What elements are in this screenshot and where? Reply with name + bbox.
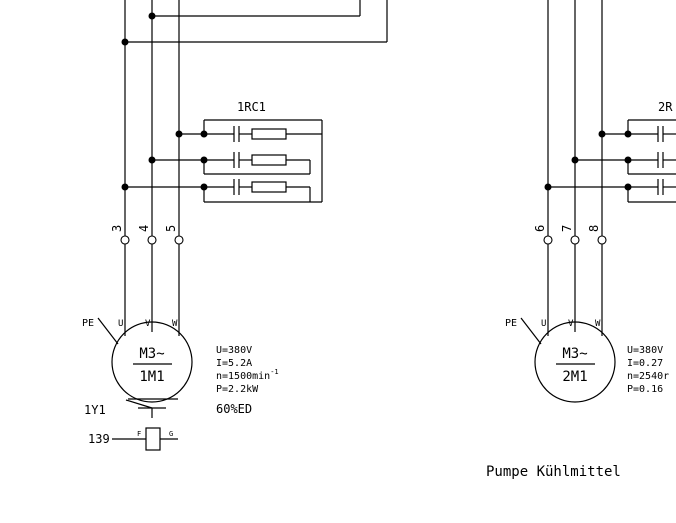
spec-current: I=5.2A: [216, 358, 252, 369]
capacitor-block-2r: [544, 119, 676, 203]
phase-label-v: V: [568, 319, 574, 329]
phase-label-u: U: [118, 319, 123, 329]
phase-label-w: W: [595, 319, 601, 329]
wire-number-6: 6: [533, 225, 547, 232]
phase-label-w: W: [172, 319, 178, 329]
terminal: [597, 235, 607, 245]
motor-id-label: 1M1: [139, 369, 164, 385]
motor-2m1-symbol: [534, 321, 616, 403]
right-circuit: 2R 6 7 8 PE U V W M3~ 2M1 U=380V I=0.27 …: [486, 0, 676, 480]
spec-voltage: U=380V: [627, 345, 663, 356]
spec-current: I=0.27: [627, 358, 663, 369]
coil-terminal-g: G: [169, 430, 173, 438]
terminal: [120, 235, 130, 245]
capacitor-block-label: 1RC1: [237, 100, 266, 114]
motor-id-label: 2M1: [562, 369, 587, 385]
pe-label: PE: [82, 318, 94, 329]
spec-voltage: U=380V: [216, 345, 252, 356]
wire-number-8: 8: [587, 225, 601, 232]
rc-element-1: [233, 126, 322, 142]
coil-wire-number: 139: [88, 432, 110, 446]
spec-power: P=2.2kW: [216, 384, 259, 395]
spec-speed: n=1500min-1: [216, 368, 279, 382]
brake-line: [125, 399, 153, 409]
junction-dot: [175, 130, 183, 138]
speed-exponent: -1: [270, 368, 278, 376]
pe-lead: [97, 317, 119, 345]
capacitor-block-1rc1: [121, 119, 323, 203]
brake-coil: [145, 427, 161, 451]
junction-dot: [148, 156, 156, 164]
terminal: [147, 235, 157, 245]
spec-power: P=0.16: [627, 384, 663, 395]
wire-number-7: 7: [560, 225, 574, 232]
pe-label: PE: [505, 318, 517, 329]
wire-number-5: 5: [164, 225, 178, 232]
junction-dot: [121, 183, 129, 191]
wire-number-3: 3: [110, 225, 124, 232]
motor-1m1-symbol: [111, 321, 193, 403]
pump-caption: Pumpe Kühlmittel: [486, 464, 621, 480]
left-circuit: 1RC1 3 4 5 PE U V W M3~ 1M1 U=380V I=5.2…: [82, 0, 388, 451]
junction-dot: [148, 12, 156, 20]
duty-cycle-label: 60%ED: [216, 402, 252, 416]
coil-terminal-f: F: [137, 430, 141, 438]
spec-speed: n=2540r: [627, 371, 669, 382]
junction-dot: [544, 183, 552, 191]
pe-lead: [520, 317, 542, 345]
terminal: [174, 235, 184, 245]
brake-id-label: 1Y1: [84, 403, 106, 417]
rc-element-3: [233, 179, 310, 195]
wire-number-4: 4: [137, 225, 151, 232]
terminal: [543, 235, 553, 245]
phase-label-u: U: [541, 319, 546, 329]
junction-dot: [571, 156, 579, 164]
junction-dot: [598, 130, 606, 138]
capacitor-block-label: 2R: [658, 100, 673, 114]
terminal: [570, 235, 580, 245]
rc-element-2: [233, 152, 310, 168]
motor-type-label: M3~: [562, 346, 587, 362]
phase-label-v: V: [145, 319, 151, 329]
junction-dot: [121, 38, 129, 46]
motor-type-label: M3~: [139, 346, 164, 362]
